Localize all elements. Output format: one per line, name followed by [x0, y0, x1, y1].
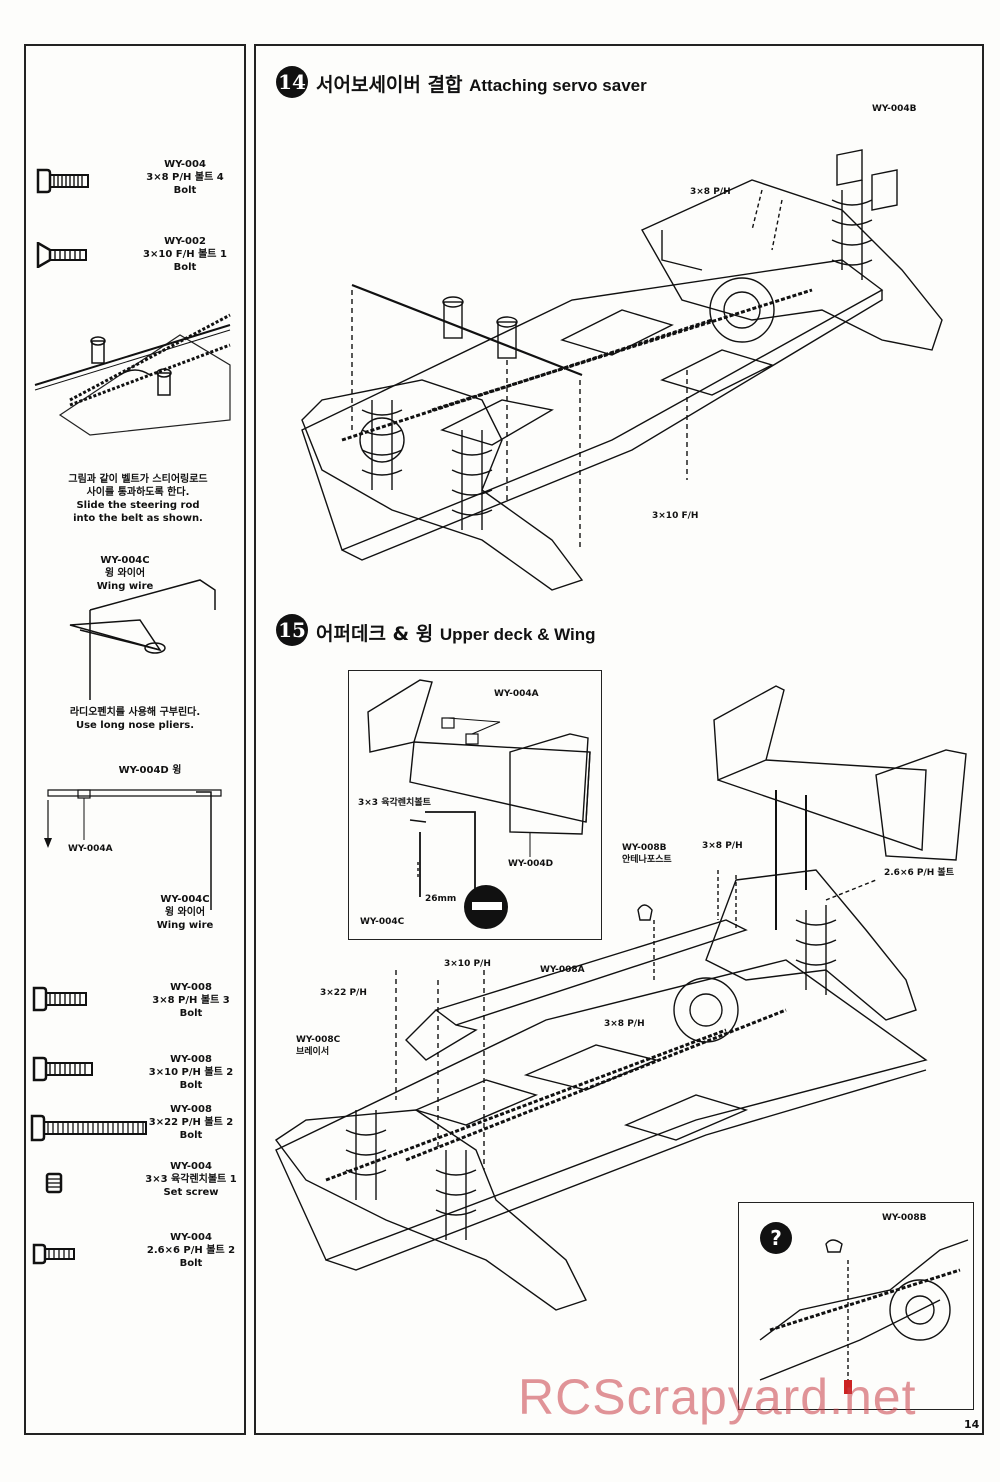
pan-head-bolt-icon	[32, 1056, 93, 1082]
callout-3x10-ph: 3×10 P/H	[444, 959, 491, 969]
parts-panel	[24, 44, 246, 1435]
inset-callout-wy004c: WY-004C	[360, 917, 405, 927]
flat-head-bolt-icon	[36, 242, 87, 268]
callout-3x8-ph-mid: 3×8 P/H	[604, 1019, 645, 1029]
detail-callout-wy008b: WY-008B	[882, 1213, 927, 1223]
pliers-note: 라디오펜치를 사용해 구부린다. Use long nose pliers.	[69, 707, 201, 731]
question-icon: ?	[760, 1222, 792, 1254]
part-label: WY-002 3×10 F/H 볼트 1 Bolt	[143, 236, 227, 273]
part-label: WY-008 3×8 P/H 볼트 3 Bolt	[152, 982, 230, 1019]
chassis-upper-deck-wing-illustration	[274, 685, 967, 1311]
wing-wire-label: WY-004C 윙 와이어 Wing wire	[96, 555, 154, 592]
pan-head-bolt-icon	[32, 986, 87, 1012]
wing-mount-label: WY-004A	[68, 844, 113, 854]
wing-wire-label-2: WY-004C 윙 와이어 Wing wire	[156, 894, 214, 931]
page-number: 14	[964, 1418, 980, 1431]
callout-wy004b: WY-004B	[872, 104, 917, 114]
antenna-post-detail-illustration	[759, 1239, 969, 1394]
part-label: WY-004 2.6×6 P/H 볼트 2 Bolt	[146, 1232, 236, 1269]
step-title: 어퍼데크 & 윙 Upper deck & Wing	[316, 623, 596, 645]
step-number-badge: 14	[276, 66, 308, 98]
pan-head-bolt-icon	[32, 1243, 75, 1265]
pliers-bending-illustration	[69, 579, 216, 700]
belt-note: 그림과 같이 벨트가 스티어링로드 사이를 통과하도록 한다. Slide th…	[68, 474, 208, 524]
callout-2.6x6-ph: 2.6×6 P/H 볼트	[884, 868, 954, 878]
callout-wy008b-antenna-post: WY-008B 안테나포스트	[622, 843, 672, 865]
callout-wy008c-bracer: WY-008C 브레이서	[296, 1035, 341, 1057]
part-label: WY-008 3×10 P/H 볼트 2 Bolt	[148, 1054, 234, 1091]
inset-callout-dimension: 26mm	[425, 894, 457, 904]
belt-steering-rod-illustration	[34, 313, 231, 436]
inset-callout-wy004d: WY-004D	[508, 859, 554, 869]
callout-3x8-ph: 3×8 P/H	[690, 187, 731, 197]
antenna-detail-box	[738, 1202, 974, 1410]
assembly-panel	[254, 44, 984, 1435]
step-title: 서어보세이버 결합 Attaching servo saver	[316, 74, 647, 96]
long-bolt-icon	[30, 1114, 147, 1142]
inset-callout-wy004a: WY-004A	[494, 689, 539, 699]
callout-3x8-ph-top: 3×8 P/H	[702, 841, 743, 851]
callout-wy008a: WY-008A	[540, 965, 585, 975]
part-label: WY-004 3×8 P/H 볼트 4 Bolt	[146, 159, 224, 196]
part-label: WY-008 3×22 P/H 볼트 2 Bolt	[148, 1104, 234, 1141]
step-number-badge: 15	[276, 614, 308, 646]
chassis-servo-saver-illustration	[301, 149, 943, 591]
callout-3x10-fh: 3×10 F/H	[652, 511, 699, 521]
inset-callout-set-screw: 3×3 육각렌치볼트	[358, 798, 431, 808]
wing-inset-box	[348, 670, 602, 940]
watermark: RCScrapyard.net	[518, 1369, 917, 1425]
wing-label: WY-004D 윙	[118, 765, 182, 776]
part-label: WY-004 3×3 육각렌치볼트 1 Set screw	[145, 1161, 237, 1198]
pan-head-bolt-icon	[36, 168, 89, 194]
wing-inset-illustration	[367, 679, 591, 929]
callout-3x22-ph: 3×22 P/H	[320, 988, 367, 998]
set-screw-icon	[45, 1172, 63, 1194]
wing-wire-diagram	[44, 789, 222, 910]
